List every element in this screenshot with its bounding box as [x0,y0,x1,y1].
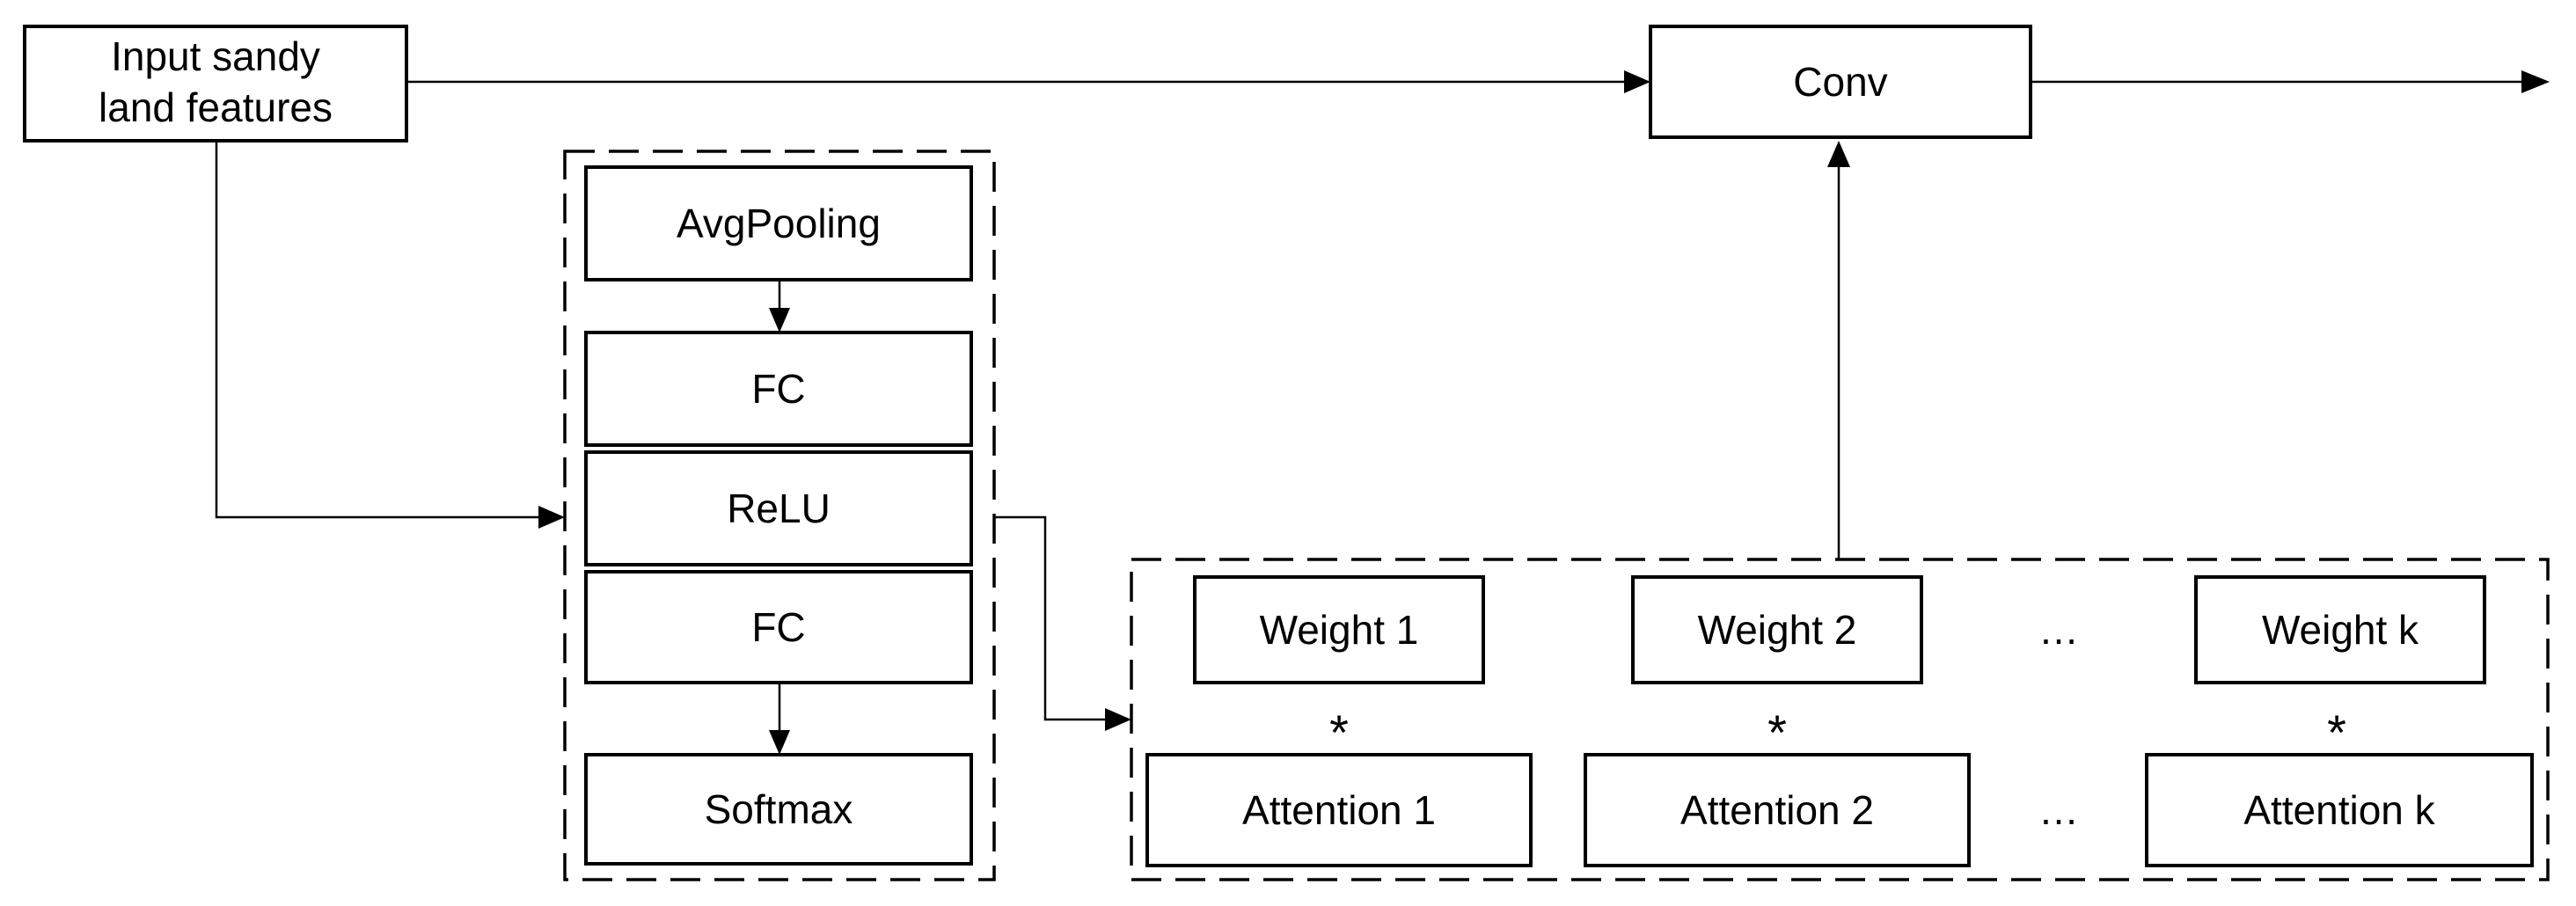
arrowhead-fc [769,308,790,332]
relu-node: ReLU [584,450,973,566]
avgpooling-label: AvgPooling [677,201,881,246]
connector-relu-to-weights [994,515,1107,721]
softmax-node: Softmax [584,753,973,866]
arrowhead-conv [1624,70,1650,93]
conv-node: Conv [1649,25,2032,139]
fc2-label: FC [751,604,805,650]
input-label-line1: Input sandy [111,33,320,79]
softmax-label: Softmax [705,786,853,832]
attention1-node: Attention 1 [1145,753,1533,867]
ellipsis-weights: … [2038,607,2079,653]
weightk-node: Weight k [2194,575,2486,684]
weight1-label: Weight 1 [1260,607,1419,653]
arrowhead-softmax [769,730,790,755]
multiply-sign-2: * [1767,705,1787,760]
avgpooling-node: AvgPooling [584,165,973,281]
arrowhead-output [2521,70,2550,93]
arrowhead-conv-bottom [1827,141,1850,167]
ellipsis-attention: … [2038,787,2079,833]
input-label-line2: land features [99,84,333,130]
weight1-node: Weight 1 [1193,575,1485,684]
connector-input-to-group [215,141,540,519]
weightk-label: Weight k [2262,607,2419,653]
arrowhead-group [538,506,565,529]
relu-label: ReLU [727,486,831,531]
attention-branch-group [563,150,996,881]
attention2-label: Attention 2 [1680,787,1874,833]
attentionk-label: Attention k [2243,787,2435,833]
multiply-sign-k: * [2327,705,2346,760]
fc1-node: FC [584,331,973,447]
input-node: Input sandy land features [23,25,408,142]
fc1-label: FC [751,366,805,412]
attention1-label: Attention 1 [1242,787,1436,833]
weight2-node: Weight 2 [1631,575,1923,684]
fc2-node: FC [584,570,973,684]
conv-label: Conv [1793,59,1887,105]
arrowhead-weights [1105,708,1131,731]
weight2-label: Weight 2 [1698,607,1857,653]
attentionk-node: Attention k [2145,753,2534,867]
attention2-node: Attention 2 [1584,753,1971,867]
multiply-sign-1: * [1329,705,1349,760]
